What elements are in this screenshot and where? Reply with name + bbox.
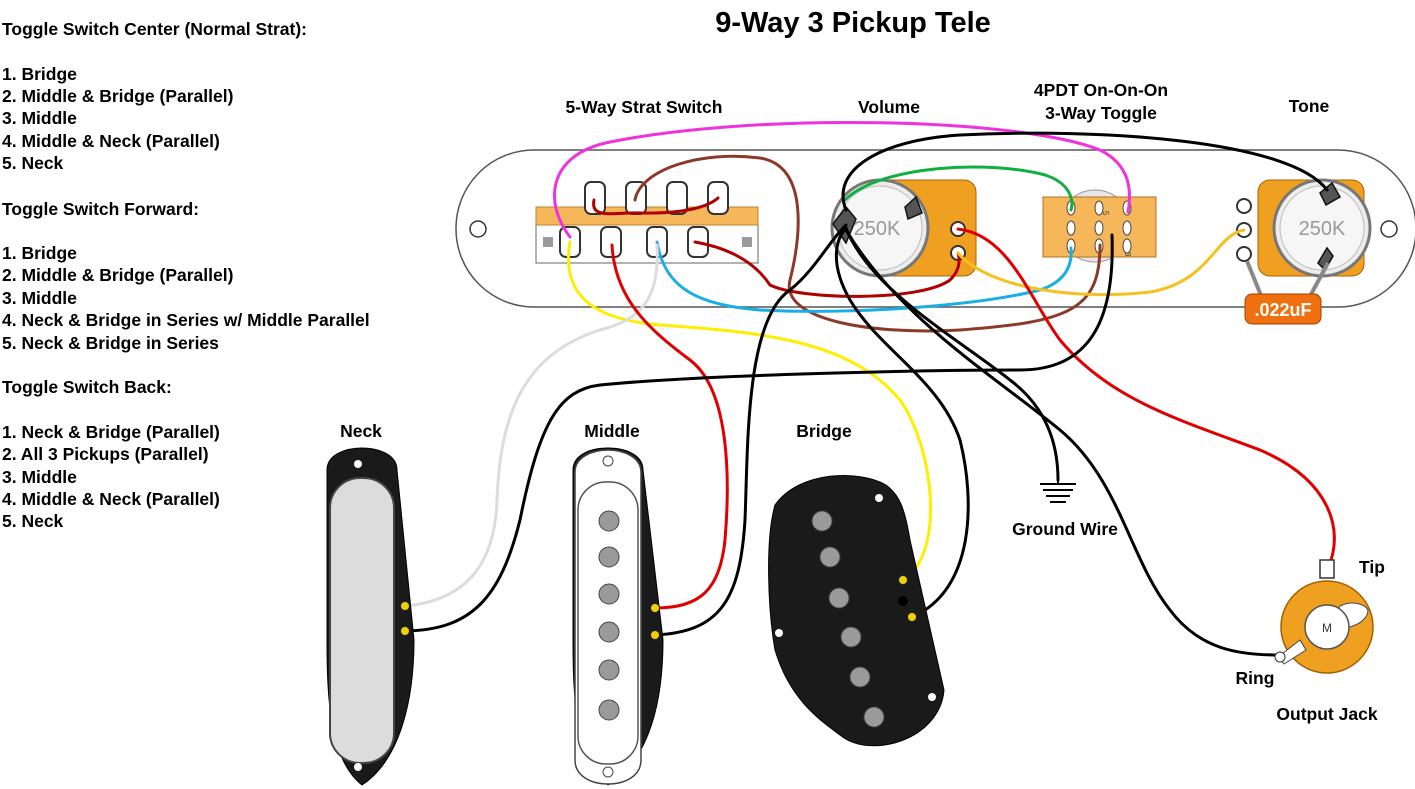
wire-black-bridge-ground	[834, 226, 970, 619]
mode-back-item-5: 5. Neck	[2, 511, 64, 531]
diagram-title: 9-Way 3 Pickup Tele	[715, 7, 991, 39]
wire-black-neck-ground	[403, 233, 1114, 633]
wire-black-middle-ground	[653, 223, 848, 637]
mode-back-item-2: 2. All 3 Pickups (Parallel)	[2, 444, 209, 464]
neck-pickup	[326, 447, 415, 786]
bridge-pickup	[768, 475, 945, 747]
output-jack	[1274, 559, 1374, 674]
mode-center-item-1: 1. Bridge	[2, 64, 77, 84]
mode-forward-heading: Toggle Switch Forward:	[2, 199, 200, 219]
wire-blue	[655, 240, 1073, 313]
mode-center-item-2: 2. Middle & Bridge (Parallel)	[2, 86, 234, 106]
mode-back-item-1: 1. Neck & Bridge (Parallel)	[2, 422, 220, 442]
wire-yellow	[567, 240, 933, 582]
wire-black-ring	[844, 228, 1280, 657]
five-way-switch	[535, 181, 759, 264]
mode-center-heading: Toggle Switch Center (Normal Strat):	[2, 19, 307, 39]
volume-pot-value: 250K	[854, 218, 901, 240]
mode-center-item-3: 3. Middle	[2, 108, 77, 128]
tone-label: Tone	[1289, 96, 1330, 116]
toggle-pin-5: 5	[1101, 211, 1110, 216]
tone-pot	[1236, 178, 1372, 278]
toggle-pin-3: 3	[1123, 252, 1132, 257]
wire-magenta	[553, 120, 1132, 239]
plate-screw-right	[1380, 220, 1398, 238]
neck-pickup-label: Neck	[340, 421, 382, 441]
output-jack-label: Output Jack	[1276, 704, 1377, 724]
capacitor-value: .022uF	[1254, 300, 1311, 320]
capacitor	[1244, 260, 1330, 325]
wire-darkred-switch	[592, 196, 720, 216]
plate-screw-left	[469, 220, 487, 238]
ground-symbol	[1040, 478, 1076, 503]
middle-pickup	[572, 447, 664, 786]
mode-forward-item-5: 5. Neck & Bridge in Series	[2, 333, 219, 353]
mode-forward-item-3: 3. Middle	[2, 288, 77, 308]
wire-orange	[956, 228, 1246, 297]
volume-label: Volume	[858, 97, 920, 117]
wire-red-middle	[610, 243, 729, 610]
four-pdt-toggle	[1042, 189, 1157, 263]
mode-forward-item-1: 1. Bridge	[2, 243, 77, 263]
bridge-pickup-label: Bridge	[796, 421, 852, 441]
wire-green	[843, 165, 1074, 212]
strat-switch-label: 5-Way Strat Switch	[566, 97, 723, 117]
wire-white	[403, 243, 659, 608]
wire-brown	[633, 154, 1102, 333]
mode-center-item-5: 5. Neck	[2, 153, 64, 173]
wire-red-tip	[956, 227, 1336, 570]
toggle-label-line2: 3-Way Toggle	[1045, 103, 1157, 123]
wire-darkred-vol	[693, 240, 961, 298]
mode-back-item-3: 3. Middle	[2, 467, 77, 487]
wire-black-top	[841, 131, 1329, 212]
jack-center-label: M	[1322, 621, 1332, 635]
toggle-label-line1: 4PDT On-On-On	[1034, 80, 1168, 100]
tone-pot-value: 250K	[1299, 218, 1346, 240]
mode-forward-item-2: 2. Middle & Bridge (Parallel)	[2, 265, 234, 285]
mode-forward-item-4: 4. Neck & Bridge in Series w/ Middle Par…	[2, 310, 370, 330]
mode-center-item-4: 4. Middle & Neck (Parallel)	[2, 131, 220, 151]
mode-back-heading: Toggle Switch Back:	[2, 377, 172, 397]
jack-tip-label: Tip	[1359, 557, 1385, 577]
ground-wire-label: Ground Wire	[1012, 519, 1118, 539]
middle-pickup-label: Middle	[584, 421, 640, 441]
jack-ring-label: Ring	[1236, 668, 1275, 688]
mode-back-item-4: 4. Middle & Neck (Parallel)	[2, 489, 220, 509]
